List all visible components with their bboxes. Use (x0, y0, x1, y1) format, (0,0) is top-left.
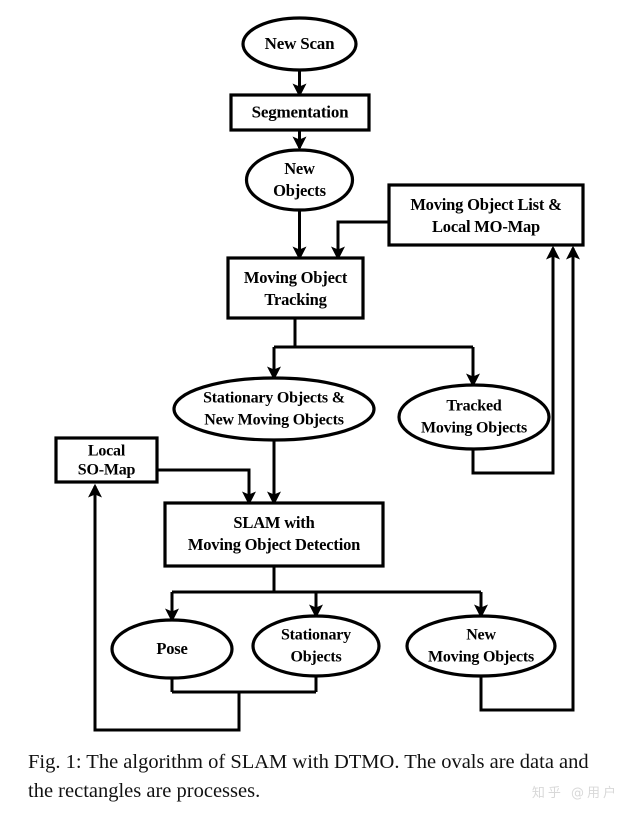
stat-new-moving-label-line1: Stationary Objects & (203, 390, 345, 407)
mo-tracking-label-line1: Moving Object (244, 268, 348, 287)
tracked-moving-label-line2: Moving Objects (421, 420, 527, 437)
slam-mod-label-line1: SLAM with (233, 513, 314, 532)
edge-tracked-moving-to-mo-list (471, 245, 560, 475)
stationary-objects-oval (251, 614, 381, 678)
caption-line-1: Fig. 1: The algorithm of SLAM with DTMO.… (28, 751, 485, 773)
node-new-scan[interactable]: New Scan (241, 16, 358, 72)
mo-tracking-rect (226, 256, 365, 320)
node-stationary-objects[interactable]: Stationary Objects (251, 614, 381, 678)
flowchart-svg: New Scan Segmentation New Objects Moving… (54, 16, 585, 732)
figure-flowchart: New Scan Segmentation New Objects Moving… (54, 16, 585, 732)
segmentation-rect (229, 93, 371, 132)
node-tracked-moving[interactable]: Tracked Moving Objects (397, 383, 551, 451)
edge-merge-to-local-so-map (88, 483, 241, 732)
tracked-moving-oval (397, 383, 551, 451)
local-so-map-rect (54, 436, 159, 484)
stationary-objects-label-line2: Objects (290, 649, 341, 666)
mo-list-label-line2: Local MO-Map (432, 217, 540, 236)
new-objects-label-line2: Objects (273, 181, 326, 200)
stationary-objects-label-line1: Stationary (281, 627, 351, 644)
segmentation-label: Segmentation (252, 102, 350, 121)
stat-new-moving-label-line2: New Moving Objects (204, 412, 344, 429)
edge-new-moving-objects-to-mo-list (479, 245, 580, 712)
new-scan-oval (241, 16, 358, 72)
new-moving-objects-label-line2: Moving Objects (428, 649, 534, 666)
node-new-objects[interactable]: New Objects (244, 148, 355, 212)
node-pose[interactable]: Pose (110, 618, 234, 680)
node-stat-new-moving[interactable]: Stationary Objects & New Moving Objects (172, 376, 376, 442)
caption-line-2: are data and the rectangles are processe… (28, 751, 589, 802)
pose-label: Pose (156, 639, 187, 658)
mo-tracking-label-line2: Tracking (264, 290, 327, 309)
node-local-so-map[interactable]: Local SO-Map (54, 436, 159, 484)
new-objects-label-line1: New (284, 159, 315, 178)
new-moving-objects-label-line1: New (466, 627, 496, 644)
edge-layer (88, 70, 580, 732)
local-so-map-label-line2: SO-Map (78, 462, 136, 479)
edge-local-so-map-to-slam (157, 468, 256, 506)
node-mo-tracking[interactable]: Moving Object Tracking (226, 256, 365, 320)
node-slam-mod[interactable]: SLAM with Moving Object Detection (163, 501, 385, 568)
tracked-moving-label-line1: Tracked (446, 398, 501, 415)
pose-oval (110, 618, 234, 680)
slam-mod-label-line2: Moving Object Detection (188, 535, 360, 554)
edge-mo-list-to-mo-tracking (331, 220, 389, 261)
new-scan-label: New Scan (265, 34, 335, 53)
slam-mod-rect (163, 501, 385, 568)
new-objects-oval (244, 148, 355, 212)
node-segmentation[interactable]: Segmentation (229, 93, 371, 132)
node-new-moving-objects[interactable]: New Moving Objects (405, 614, 557, 678)
new-moving-objects-oval (405, 614, 557, 678)
watermark: 知乎 @用户 (531, 786, 619, 801)
local-so-map-label-line1: Local (88, 443, 126, 460)
node-mo-list[interactable]: Moving Object List & Local MO-Map (387, 183, 585, 247)
mo-list-label-line1: Moving Object List & (410, 195, 561, 214)
stat-new-moving-oval (172, 376, 376, 442)
mo-list-rect (387, 183, 585, 247)
figure-caption: Fig. 1: The algorithm of SLAM with DTMO.… (28, 748, 618, 806)
